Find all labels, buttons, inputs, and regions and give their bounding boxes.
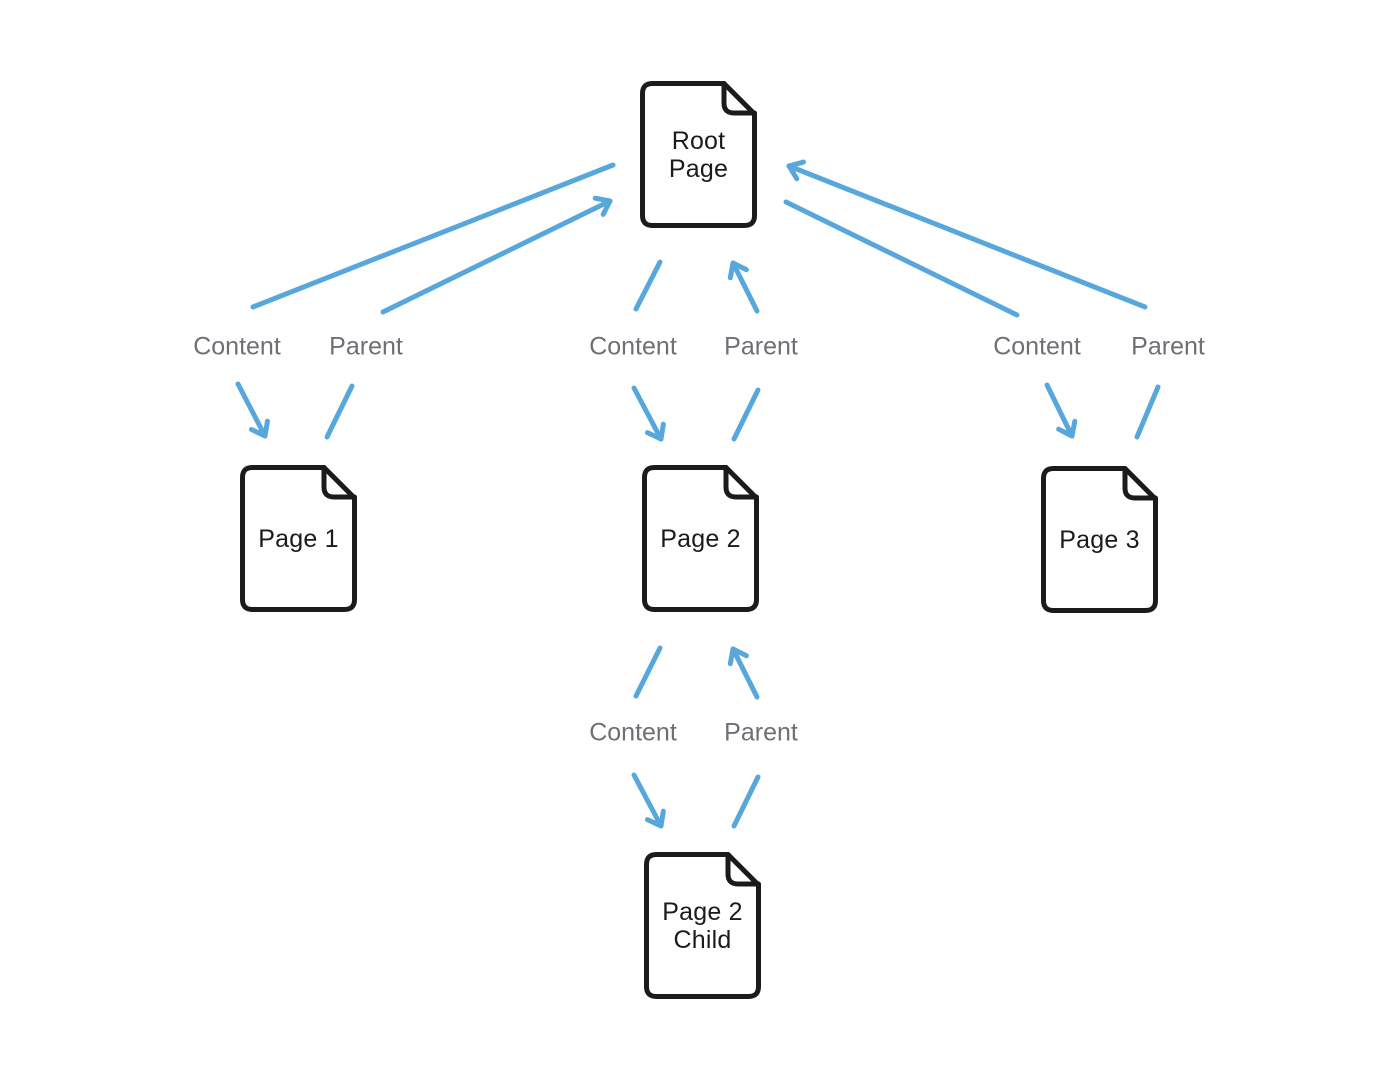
content-arrow-page2-to-child-upper <box>633 645 663 699</box>
document-icon <box>644 852 761 999</box>
content-arrow-page2-to-child-lower <box>631 772 666 829</box>
node-label: Page 3 <box>1059 525 1140 554</box>
node-label: Page 2 <box>660 524 741 553</box>
parent-arrow-page2-to-root-lower <box>731 387 761 442</box>
parent-arrow-page2-to-root-upper <box>727 260 760 314</box>
node-page-2: Page 2 <box>642 465 759 612</box>
edge-label-content-root-page3: Content <box>993 332 1081 361</box>
parent-arrow-child-to-page2-lower <box>731 774 761 829</box>
edge-label-parent-root-page3: Parent <box>1131 332 1205 361</box>
node-page-1: Page 1 <box>240 465 357 612</box>
document-icon <box>640 81 757 228</box>
content-arrow-root-to-page3-upper <box>783 199 1020 318</box>
edge-label-content-page2-child: Content <box>589 718 677 747</box>
parent-arrow-page3-to-root-upper <box>786 159 1148 310</box>
edge-label-content-root-page1: Content <box>193 332 281 361</box>
parent-arrow-page1-to-root-lower <box>324 383 355 440</box>
node-label: Page 2 Child <box>662 897 743 954</box>
node-label: Root Page <box>668 126 729 183</box>
document-icon <box>1041 466 1158 613</box>
content-arrow-root-to-page1-upper <box>250 162 616 310</box>
parent-arrow-page1-to-root-upper <box>380 195 613 315</box>
node-page-3: Page 3 <box>1041 466 1158 613</box>
content-arrow-root-to-page3-lower <box>1044 382 1078 439</box>
edge-label-parent-root-page1: Parent <box>329 332 403 361</box>
document-icon <box>642 465 759 612</box>
edge-label-parent-root-page2: Parent <box>724 332 798 361</box>
document-icon <box>240 465 357 612</box>
node-root-page: Root Page <box>640 81 757 228</box>
node-page-2-child: Page 2 Child <box>644 852 761 999</box>
parent-arrow-child-to-page2-upper <box>727 646 760 700</box>
content-arrow-root-to-page1-lower <box>235 381 270 439</box>
content-arrow-root-to-page2-lower <box>631 385 666 442</box>
content-arrow-root-to-page2-upper <box>633 259 663 312</box>
node-label: Page 1 <box>258 524 339 553</box>
edge-label-content-root-page2: Content <box>589 332 677 361</box>
parent-arrow-page3-to-root-lower <box>1134 384 1161 440</box>
edge-label-parent-page2-child: Parent <box>724 718 798 747</box>
